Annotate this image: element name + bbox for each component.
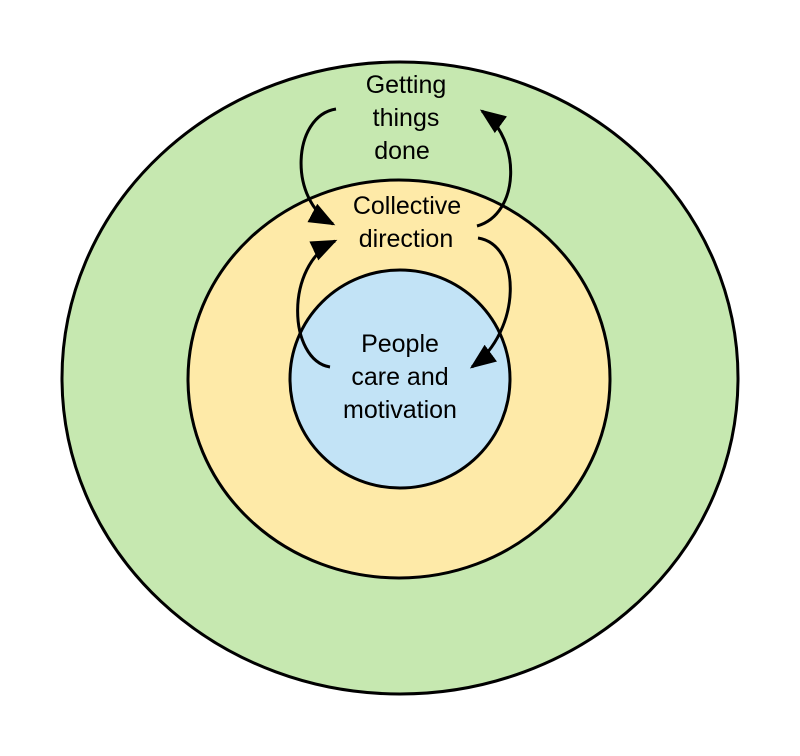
arrow-collective-direction-to-people-care <box>469 236 512 369</box>
label-line: done <box>374 137 430 165</box>
inner-circle <box>288 268 512 490</box>
inner-circle-label: People care and motivation <box>343 330 457 424</box>
middle-ring-label: Collective direction <box>353 192 461 253</box>
label-line: Collective <box>353 192 461 220</box>
label-line: People <box>361 330 439 358</box>
label-line: direction <box>359 225 454 253</box>
outer-ring-label: Getting things done <box>366 71 447 165</box>
arrow-getting-things-done-to-collective-direction <box>299 107 337 226</box>
arrow-collective-direction-to-getting-things-done <box>476 109 513 228</box>
arrow-people-care-to-collective-direction <box>296 239 338 369</box>
label-line: Getting <box>366 71 447 99</box>
label-line: motivation <box>343 396 457 424</box>
label-line: things <box>373 104 440 132</box>
label-line: care and <box>351 363 448 391</box>
